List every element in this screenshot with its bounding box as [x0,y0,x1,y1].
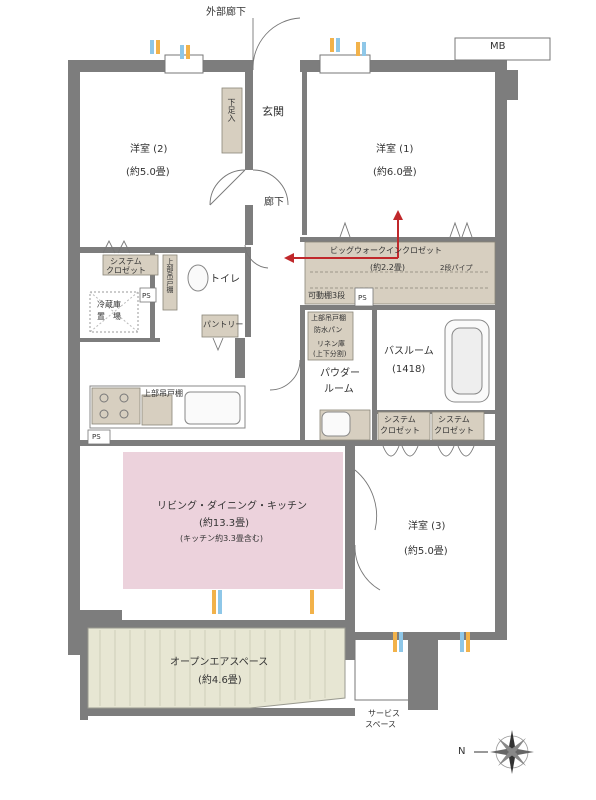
service-space-outline [354,640,408,701]
ldk-size: (約13.3畳) [199,518,250,529]
compass-n-label: N [458,746,466,757]
fridge-label-2: 置 場 [97,312,121,321]
western-room-1-size: (約6.0畳) [373,167,417,178]
storage-units [91,87,496,441]
outer-walls [68,60,518,720]
western-room-1-label: 洋室 (1) [376,144,414,155]
compass-icon [474,730,534,774]
closet-shelving [310,271,490,289]
closet-b-label-2: クロゼット [434,426,474,435]
kitchen-counter [89,385,246,429]
ldk-area [123,452,343,589]
linen-label-1: リネン庫 [317,340,345,348]
bathtub [444,319,490,403]
service-space-label-2: スペース [365,720,397,729]
mb-label: MB [490,41,506,52]
ps-label-2: PS [358,294,367,302]
pantry-label: パントリー [203,320,244,329]
bath-upper-cabinet-label: 上部吊戸棚 [311,314,346,322]
toilet-fixture [187,264,209,292]
powder-room-label-1: パウダー [320,368,360,379]
two-pipes-label: 2段パイプ [440,264,473,272]
western-room-2-label: 洋室 (2) [130,144,168,155]
walk-in-closet-label: ビッグウォークインクロゼット [330,246,442,255]
toilet-label: トイレ [210,274,240,285]
ps-boxes [87,287,374,445]
linen-label-2: (上下分割) [313,350,347,358]
toilet-upper-cabinet-label: 上部吊戸棚 [166,258,174,293]
fridge-space [89,291,139,333]
bathroom-size: (1418) [392,364,426,375]
ventilation-arrows [150,38,470,652]
shoe-storage-label: 下足入 [227,98,236,122]
closet-a-label-1: システム [384,415,416,424]
closet-b-label-1: システム [438,415,470,424]
waterproof-pan-label: 防水パン [314,326,343,334]
corridor-label: 廊下 [264,197,284,208]
entrance-label: 玄関 [262,105,284,118]
kitchen-sink [184,391,241,425]
ps-label-1: PS [142,292,151,300]
outside-corridor-label: 外部廊下 [206,7,246,18]
western-room-3-label: 洋室 (3) [408,521,446,532]
ps-label-3: PS [92,433,101,441]
open-air-space-size: (約4.6畳) [198,675,242,686]
ldk-label: リビング・ダイニング・キッチン [157,501,307,512]
window-frames [164,37,551,74]
system-closet-label: システム [110,257,142,266]
open-air-space [87,627,346,709]
powder-room-label-2: ルーム [324,384,354,395]
walk-in-closet-size: (約2.2畳) [370,263,405,272]
western-room-3-size: (約5.0畳) [404,546,448,557]
ldk-note: (キッチン約3.3畳含む) [180,534,263,543]
kitchen-upper-cabinet-label: 上部吊戸棚 [143,389,183,398]
balcony-decking [99,630,326,706]
movable-shelf-label: 可動棚3段 [308,291,346,300]
closet-doors [102,221,475,457]
door-swings [209,17,381,591]
stove-burners [99,393,129,419]
open-air-space-label: オープンエアスペース [170,657,269,668]
washbasin [321,411,351,437]
fridge-label-1: 冷蔵庫 [97,300,121,309]
walk-through-arrow [284,210,403,263]
system-closet-label-2: クロゼット [106,266,146,275]
service-space-label-1: サービス [368,709,400,718]
closet-a-label-2: クロゼット [380,426,420,435]
bathroom-label: バスルーム [384,346,434,357]
western-room-2-size: (約5.0畳) [126,167,170,178]
